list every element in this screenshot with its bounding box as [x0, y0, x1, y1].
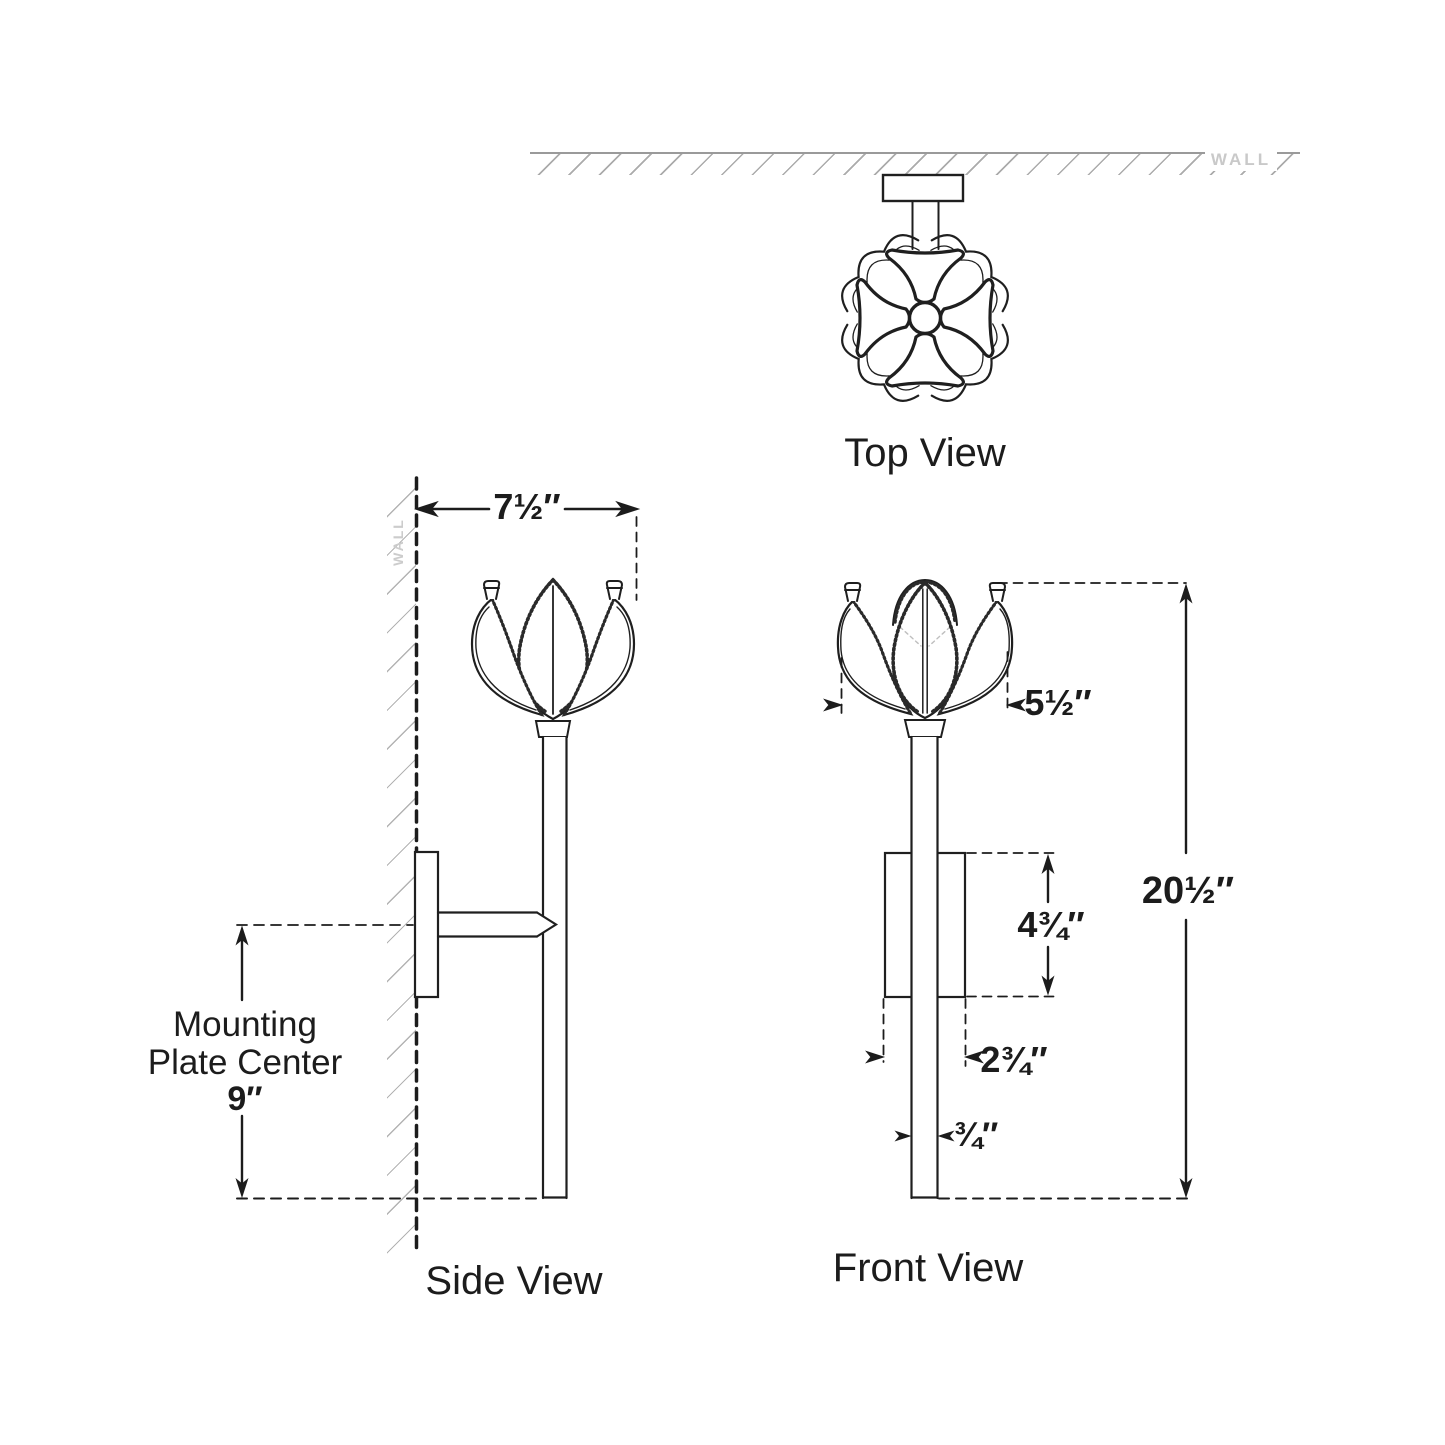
back-petal-front	[892, 578, 958, 626]
mounting-plate-side	[413, 850, 440, 999]
front-view: 5½″ 20½″ 4¾″	[824, 578, 1234, 1290]
petal-finials-side	[482, 580, 624, 600]
tulip-shade-front	[836, 578, 1014, 738]
mounting-note-line2: Plate Center	[148, 1043, 343, 1082]
top-view-label: Top View	[844, 431, 1006, 475]
mounting-arm-side	[436, 911, 559, 938]
dim-shade-width-front-text: 5½″	[1024, 682, 1091, 723]
dim-backplate-height	[966, 852, 1059, 998]
stem-top-view	[911, 200, 940, 250]
stem-front	[910, 735, 939, 1200]
candle-cup-front	[903, 719, 947, 738]
flower-top-view	[841, 234, 1009, 402]
dim-shade-width-side	[416, 502, 638, 601]
top-view: Top View	[841, 173, 1009, 475]
dim-backplate-height-text: 4¾″	[1017, 904, 1084, 945]
hidden-socket-lines	[899, 626, 951, 647]
wall-label-top: WALL	[1205, 149, 1277, 171]
petal-finials-front	[843, 582, 1007, 602]
dim-backplate-width-text: 2¾″	[980, 1039, 1047, 1080]
dim-shade-width-side-text: 7½″	[493, 486, 560, 527]
candle-cup-side	[534, 720, 572, 738]
stem-side	[541, 735, 568, 1200]
dim-overall-height-text: 20½″	[1142, 870, 1234, 912]
dim-overall-height	[938, 582, 1192, 1200]
wall-hatch-side	[387, 479, 416, 1255]
dim-stem-width-text: ¾″	[954, 1116, 999, 1154]
tulip-shade-side	[470, 577, 636, 738]
wall-hatch-top	[530, 152, 1300, 175]
center-finial-top-view	[907, 300, 943, 336]
dim-shade-width-front	[824, 651, 1025, 714]
mounting-plate-top-view	[881, 173, 965, 203]
mounting-note-line3: 9″	[227, 1080, 262, 1118]
dim-mounting-height	[236, 924, 542, 1200]
petal-ribbing-front	[891, 581, 959, 714]
mounting-note-line1: Mounting	[173, 1005, 317, 1044]
dim-backplate-width	[866, 998, 983, 1067]
side-view: 7½″	[148, 476, 638, 1303]
front-view-label: Front View	[833, 1246, 1024, 1290]
side-view-label: Side View	[425, 1259, 602, 1303]
